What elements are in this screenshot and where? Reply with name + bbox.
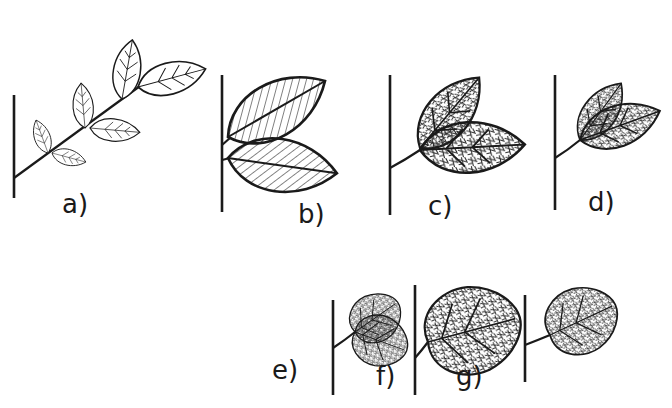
petiole (525, 335, 550, 345)
leaf (419, 119, 526, 175)
leaflet (50, 145, 88, 169)
figure-label: f) (376, 362, 395, 391)
stem (414, 285, 417, 395)
figure-label: g) (456, 362, 483, 391)
figure-label: e) (272, 356, 298, 385)
stem (554, 75, 557, 210)
leaflet (134, 54, 210, 103)
leaf (224, 132, 340, 200)
figure-label: a) (62, 190, 88, 219)
leaflet (71, 82, 95, 129)
leaflet (109, 38, 146, 102)
figure-label: b) (298, 200, 325, 229)
petiole (415, 342, 428, 358)
leaflet (29, 117, 56, 155)
stem (389, 75, 392, 215)
figure-label: d) (588, 188, 615, 217)
petiole (222, 138, 230, 145)
petiole (555, 140, 580, 158)
stem (13, 95, 16, 198)
leaf (573, 92, 667, 159)
petiole (390, 150, 420, 168)
stem (524, 295, 527, 382)
leaflet (89, 117, 141, 144)
figure-label: c) (428, 192, 452, 221)
leaf (536, 275, 629, 365)
